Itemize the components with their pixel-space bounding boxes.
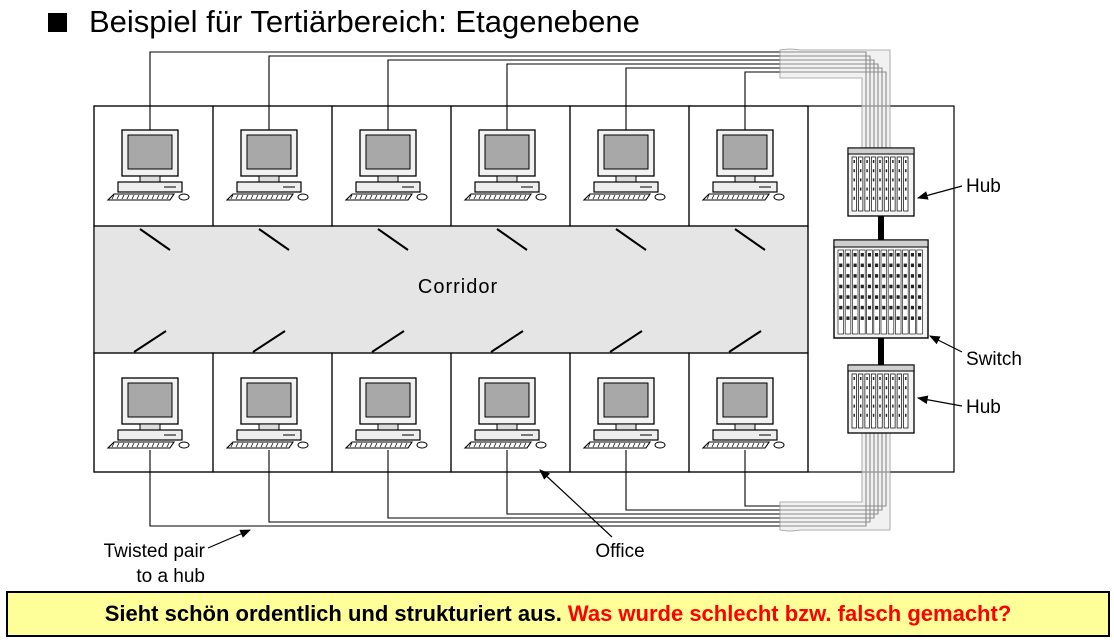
door-top-5 [615, 228, 647, 251]
title-row: Beispiel für Tertiärbereich: Etagenebene [48, 2, 640, 42]
door-top-6 [734, 228, 766, 251]
pc-top-3-icon [344, 129, 428, 201]
cables-top [149, 48, 891, 151]
cable-bundle-bottom [779, 431, 891, 532]
pc-bottom-2-icon [225, 377, 309, 449]
page-title: Beispiel für Tertiärbereich: Etagenebene [89, 4, 640, 39]
cable-bundle-top [779, 48, 891, 151]
workstations [106, 129, 785, 449]
offices-top-row [93, 105, 809, 227]
question-box: Sieht schön ordentlich und strukturiert … [6, 591, 1110, 637]
switch-arrow [929, 335, 963, 353]
pc-bottom-6-icon [701, 377, 785, 449]
bullet-square-icon [48, 12, 67, 32]
cables-bottom [149, 431, 891, 532]
twisted-pair-arrow [207, 529, 251, 549]
pc-bottom-3-icon [344, 377, 428, 449]
pc-bottom-1-icon [106, 377, 190, 449]
office-label: Office [595, 541, 644, 562]
offices-bottom-row [93, 352, 809, 473]
door-top-4 [496, 228, 528, 251]
pc-top-2-icon [225, 129, 309, 201]
pc-top-1-icon [106, 129, 190, 201]
office-bottom-6 [688, 352, 809, 473]
pc-bottom-5-icon [582, 377, 666, 449]
question-prompt: Was wurde schlecht bzw. falsch gemacht? [567, 601, 1012, 626]
switch-label: Switch [966, 349, 1022, 370]
door-bottom-5 [609, 330, 643, 353]
office-top-6 [688, 105, 809, 227]
hub-top-icon [847, 147, 915, 217]
pc-top-4-icon [463, 129, 547, 201]
door-bottom-4 [490, 330, 524, 353]
door-bottom-2 [252, 330, 286, 353]
hub-bottom-label: Hub [966, 397, 1001, 418]
hub-top-arrow [916, 185, 963, 200]
hub-bottom-arrow [916, 395, 963, 407]
pc-top-6-icon [701, 129, 785, 201]
door-bottom-3 [371, 330, 405, 353]
office-doors [133, 228, 766, 353]
door-top-1 [139, 228, 171, 251]
hub-bottom-icon [847, 364, 915, 434]
hub-top-label: Hub [966, 176, 1001, 197]
question-statement: Sieht schön ordentlich und strukturiert … [104, 601, 562, 626]
door-bottom-1 [133, 330, 167, 353]
pc-bottom-4-icon [463, 377, 547, 449]
corridor-label: Corridor [418, 276, 498, 298]
door-top-2 [258, 228, 290, 251]
pc-top-5-icon [582, 129, 666, 201]
twisted-pair-label-line2: to a hub [136, 566, 205, 587]
switch-icon [833, 216, 929, 365]
door-bottom-6 [728, 330, 762, 353]
door-top-3 [377, 228, 409, 251]
office-arrow [539, 469, 613, 538]
floor-diagram: Corridor Hub Switch Hub Twisted pair to … [93, 48, 1022, 587]
twisted-pair-label-line1: Twisted pair [104, 541, 206, 562]
